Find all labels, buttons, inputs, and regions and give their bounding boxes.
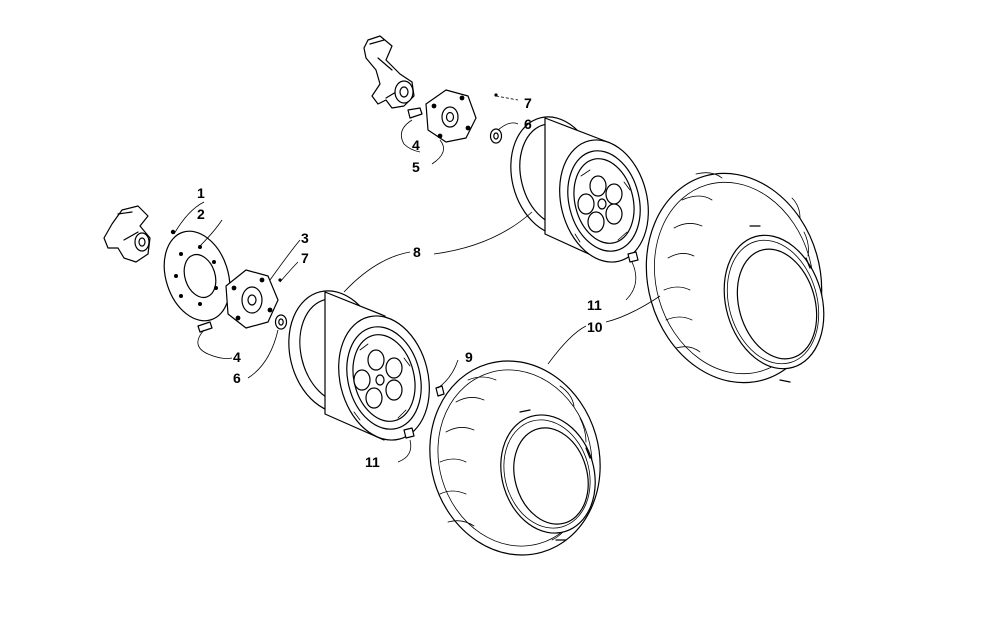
upper-rim (510, 116, 649, 263)
lower-hub-nut (274, 314, 288, 330)
lower-rim (288, 290, 430, 441)
callout-9: 9 (465, 349, 473, 365)
callout-2: 2 (197, 206, 205, 222)
lower-steering-knuckle (103, 205, 151, 263)
lower-hub-stud (197, 321, 213, 333)
callout-10: 10 (587, 319, 603, 335)
callout-6-lower: 6 (233, 370, 241, 386)
callout-11-lower: 11 (365, 454, 380, 470)
callout-7-lower: 7 (301, 250, 309, 266)
callout-4-upper: 4 (412, 137, 420, 153)
upper-valve-stem (627, 251, 639, 263)
lower-wheel-hub (225, 269, 279, 329)
callout-3: 3 (301, 230, 309, 246)
callout-4-lower: 4 (233, 349, 241, 365)
upper-hub-nut (489, 128, 503, 144)
callout-11-upper: 11 (587, 297, 602, 313)
upper-wheel-hub (425, 89, 477, 143)
lower-tire (429, 360, 601, 556)
leader-lines (173, 95, 661, 463)
callout-5: 5 (412, 159, 420, 175)
lower-brake-disc (163, 230, 231, 322)
upper-tire (645, 172, 825, 384)
upper-steering-knuckle (363, 35, 415, 109)
callout-8: 8 (413, 244, 421, 260)
lower-rim-screw (435, 385, 445, 397)
callout-7-upper: 7 (524, 95, 532, 111)
callout-6-upper: 6 (524, 116, 532, 132)
lower-valve-stem (403, 427, 415, 439)
callout-1: 1 (197, 185, 205, 201)
upper-hub-stud (407, 107, 423, 119)
